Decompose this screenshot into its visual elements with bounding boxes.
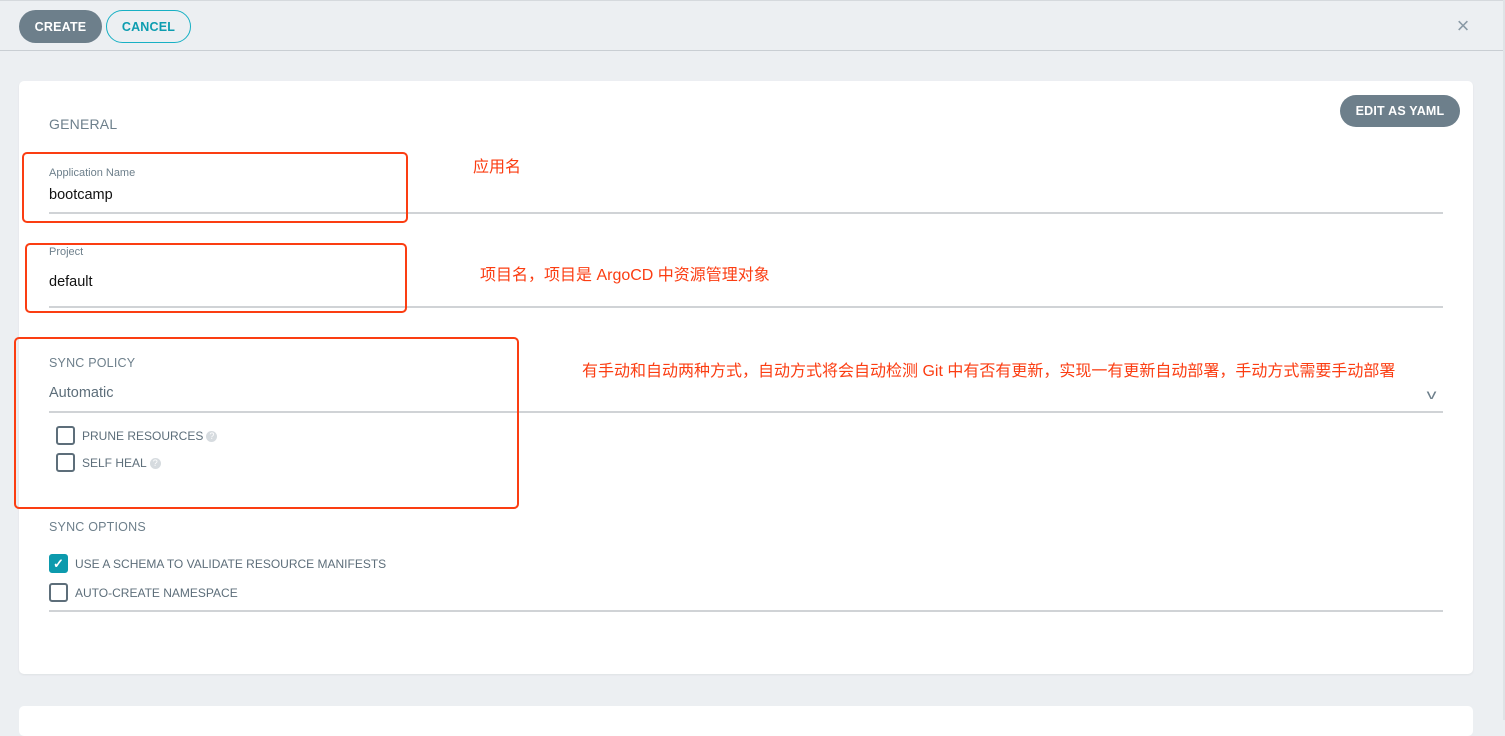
self-heal-label: SELF HEAL?: [82, 456, 161, 470]
help-icon[interactable]: ?: [149, 458, 161, 470]
self-heal-checkbox[interactable]: [56, 453, 75, 472]
sync-policy-heading: SYNC POLICY: [49, 356, 136, 370]
next-card: [19, 706, 1473, 736]
create-button[interactable]: CREATE: [19, 10, 102, 43]
annotation-box-app-name: [22, 152, 408, 223]
app-name-input[interactable]: bootcamp: [49, 187, 113, 203]
prune-resources-label: PRUNE RESOURCES?: [82, 429, 218, 443]
app-name-underline: [49, 212, 1443, 214]
edit-as-yaml-button[interactable]: EDIT AS YAML: [1340, 95, 1460, 127]
close-icon[interactable]: ×: [1456, 13, 1470, 38]
project-label: Project: [49, 246, 84, 258]
chevron-down-icon[interactable]: v: [1426, 386, 1437, 402]
app-name-label: Application Name: [49, 167, 136, 179]
help-icon[interactable]: ?: [206, 431, 218, 443]
sync-options-heading: SYNC OPTIONS: [49, 520, 146, 534]
general-heading: GENERAL: [49, 116, 118, 132]
sync-options-underline: [49, 610, 1443, 612]
sync-policy-select[interactable]: Automatic: [49, 385, 114, 401]
annotation-app-name: 应用名: [473, 159, 522, 176]
project-input[interactable]: default: [49, 274, 93, 290]
schema-validate-label: USE A SCHEMA TO VALIDATE RESOURCE MANIFE…: [75, 557, 387, 571]
auto-create-namespace-label: AUTO-CREATE NAMESPACE: [75, 586, 238, 600]
auto-create-namespace-checkbox[interactable]: [49, 583, 68, 602]
general-card: [19, 81, 1473, 674]
annotation-box-project: [25, 243, 407, 313]
annotation-box-sync-policy: [14, 337, 519, 509]
project-underline: [49, 306, 1443, 308]
annotation-sync-policy: 有手动和自动两种方式，自动方式将会自动检测 Git 中有否有更新，实现一有更新自…: [582, 363, 1396, 380]
check-icon: ✓: [53, 556, 64, 571]
annotation-project: 项目名，项目是 ArgoCD 中资源管理对象: [480, 267, 770, 284]
scrollbar[interactable]: [1503, 0, 1505, 720]
schema-validate-checkbox[interactable]: ✓: [49, 554, 68, 573]
cancel-button[interactable]: CANCEL: [106, 10, 191, 43]
sync-policy-underline: [49, 411, 1443, 413]
top-toolbar: [0, 0, 1505, 51]
prune-resources-checkbox[interactable]: [56, 426, 75, 445]
